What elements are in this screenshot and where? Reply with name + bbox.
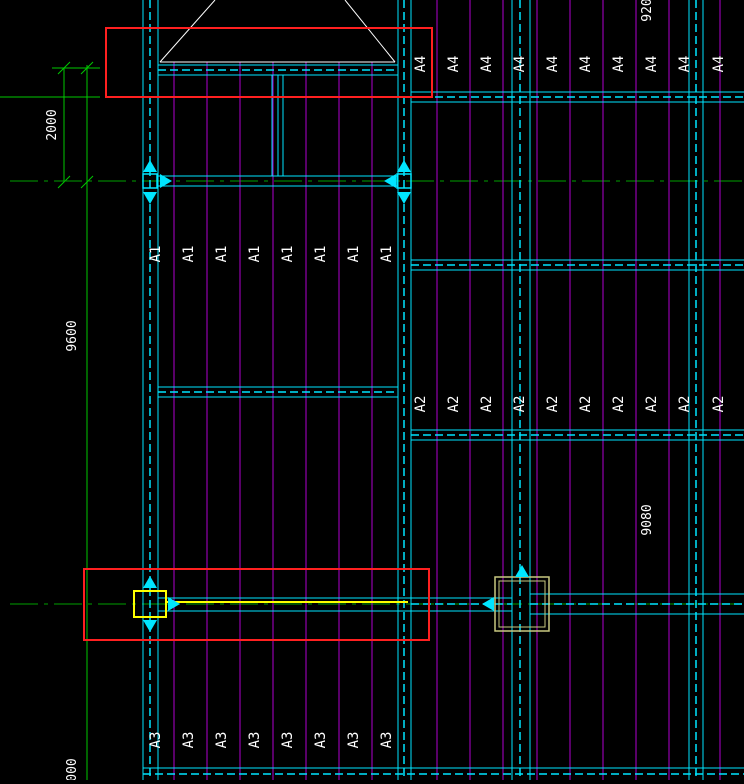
rebar-labels-a2: A2 A2 A2 A2 A2 A2 A2 A2 A2 A2 [413, 396, 727, 413]
rebar-label-a3: A3 [280, 732, 296, 749]
rebar-label-a2: A2 [446, 396, 462, 413]
rebar-label-a1: A1 [181, 246, 197, 263]
rebar-label-a1: A1 [346, 246, 362, 263]
rebar-label-a4: A4 [446, 56, 462, 73]
rebar-label-a3: A3 [379, 732, 395, 749]
rebar-label-a1: A1 [313, 246, 329, 263]
rebar-label-a3: A3 [148, 732, 164, 749]
highlight-box-top [105, 27, 433, 98]
rebar-label-a3: A3 [346, 732, 362, 749]
rebar-label-a1: A1 [247, 246, 263, 263]
rebar-labels-a3: A3 A3 A3 A3 A3 A3 A3 A3 [148, 732, 395, 749]
rebar-label-a2: A2 [479, 396, 495, 413]
rebar-label-a1: A1 [148, 246, 164, 263]
rebar-labels-a1: A1 A1 A1 A1 A1 A1 A1 A1 [148, 246, 395, 263]
rebar-label-a4: A4 [578, 56, 594, 73]
rebar-label-a3: A3 [214, 732, 230, 749]
rebar-label-a1: A1 [214, 246, 230, 263]
rebar-label-a2: A2 [578, 396, 594, 413]
rebar-label-a4: A4 [413, 56, 429, 73]
dim-920-label: 920 [640, 0, 655, 22]
rebar-label-a1: A1 [379, 246, 395, 263]
rebar-label-a2: A2 [677, 396, 693, 413]
grip-arrows[interactable] [143, 160, 529, 632]
beams [142, 0, 744, 780]
rebar-label-a2: A2 [611, 396, 627, 413]
rebar-label-a4: A4 [711, 56, 727, 73]
rebar-label-a4: A4 [479, 56, 495, 73]
stair-outline [159, 0, 396, 63]
rebar-label-a3: A3 [313, 732, 329, 749]
dim-000-label: 000 [65, 758, 80, 780]
right-slab-rebars [436, 0, 721, 780]
rebar-label-a1: A1 [280, 246, 296, 263]
rebar-label-a4: A4 [512, 56, 528, 73]
axis-lines [10, 180, 744, 605]
dim-2000-label: 2000 [45, 109, 60, 140]
dim-9600-label: 9600 [65, 320, 80, 351]
rebar-label-a4: A4 [545, 56, 561, 73]
rebar-label-a3: A3 [181, 732, 197, 749]
rebar-label-a3: A3 [247, 732, 263, 749]
rebar-label-a4: A4 [677, 56, 693, 73]
rebar-label-a2: A2 [512, 396, 528, 413]
rebar-label-a2: A2 [545, 396, 561, 413]
dimension-lines [0, 61, 100, 780]
rebar-label-a2: A2 [413, 396, 429, 413]
dim-9080-label: 9080 [640, 504, 655, 535]
highlight-box-bottom [83, 568, 430, 641]
rebar-labels-a4: A4 A4 A4 A4 A4 A4 A4 A4 A4 A4 [413, 56, 727, 73]
left-slab-rebars [173, 62, 373, 780]
rebar-label-a2: A2 [644, 396, 660, 413]
rebar-label-a4: A4 [611, 56, 627, 73]
rebar-label-a4: A4 [644, 56, 660, 73]
rebar-label-a2: A2 [711, 396, 727, 413]
